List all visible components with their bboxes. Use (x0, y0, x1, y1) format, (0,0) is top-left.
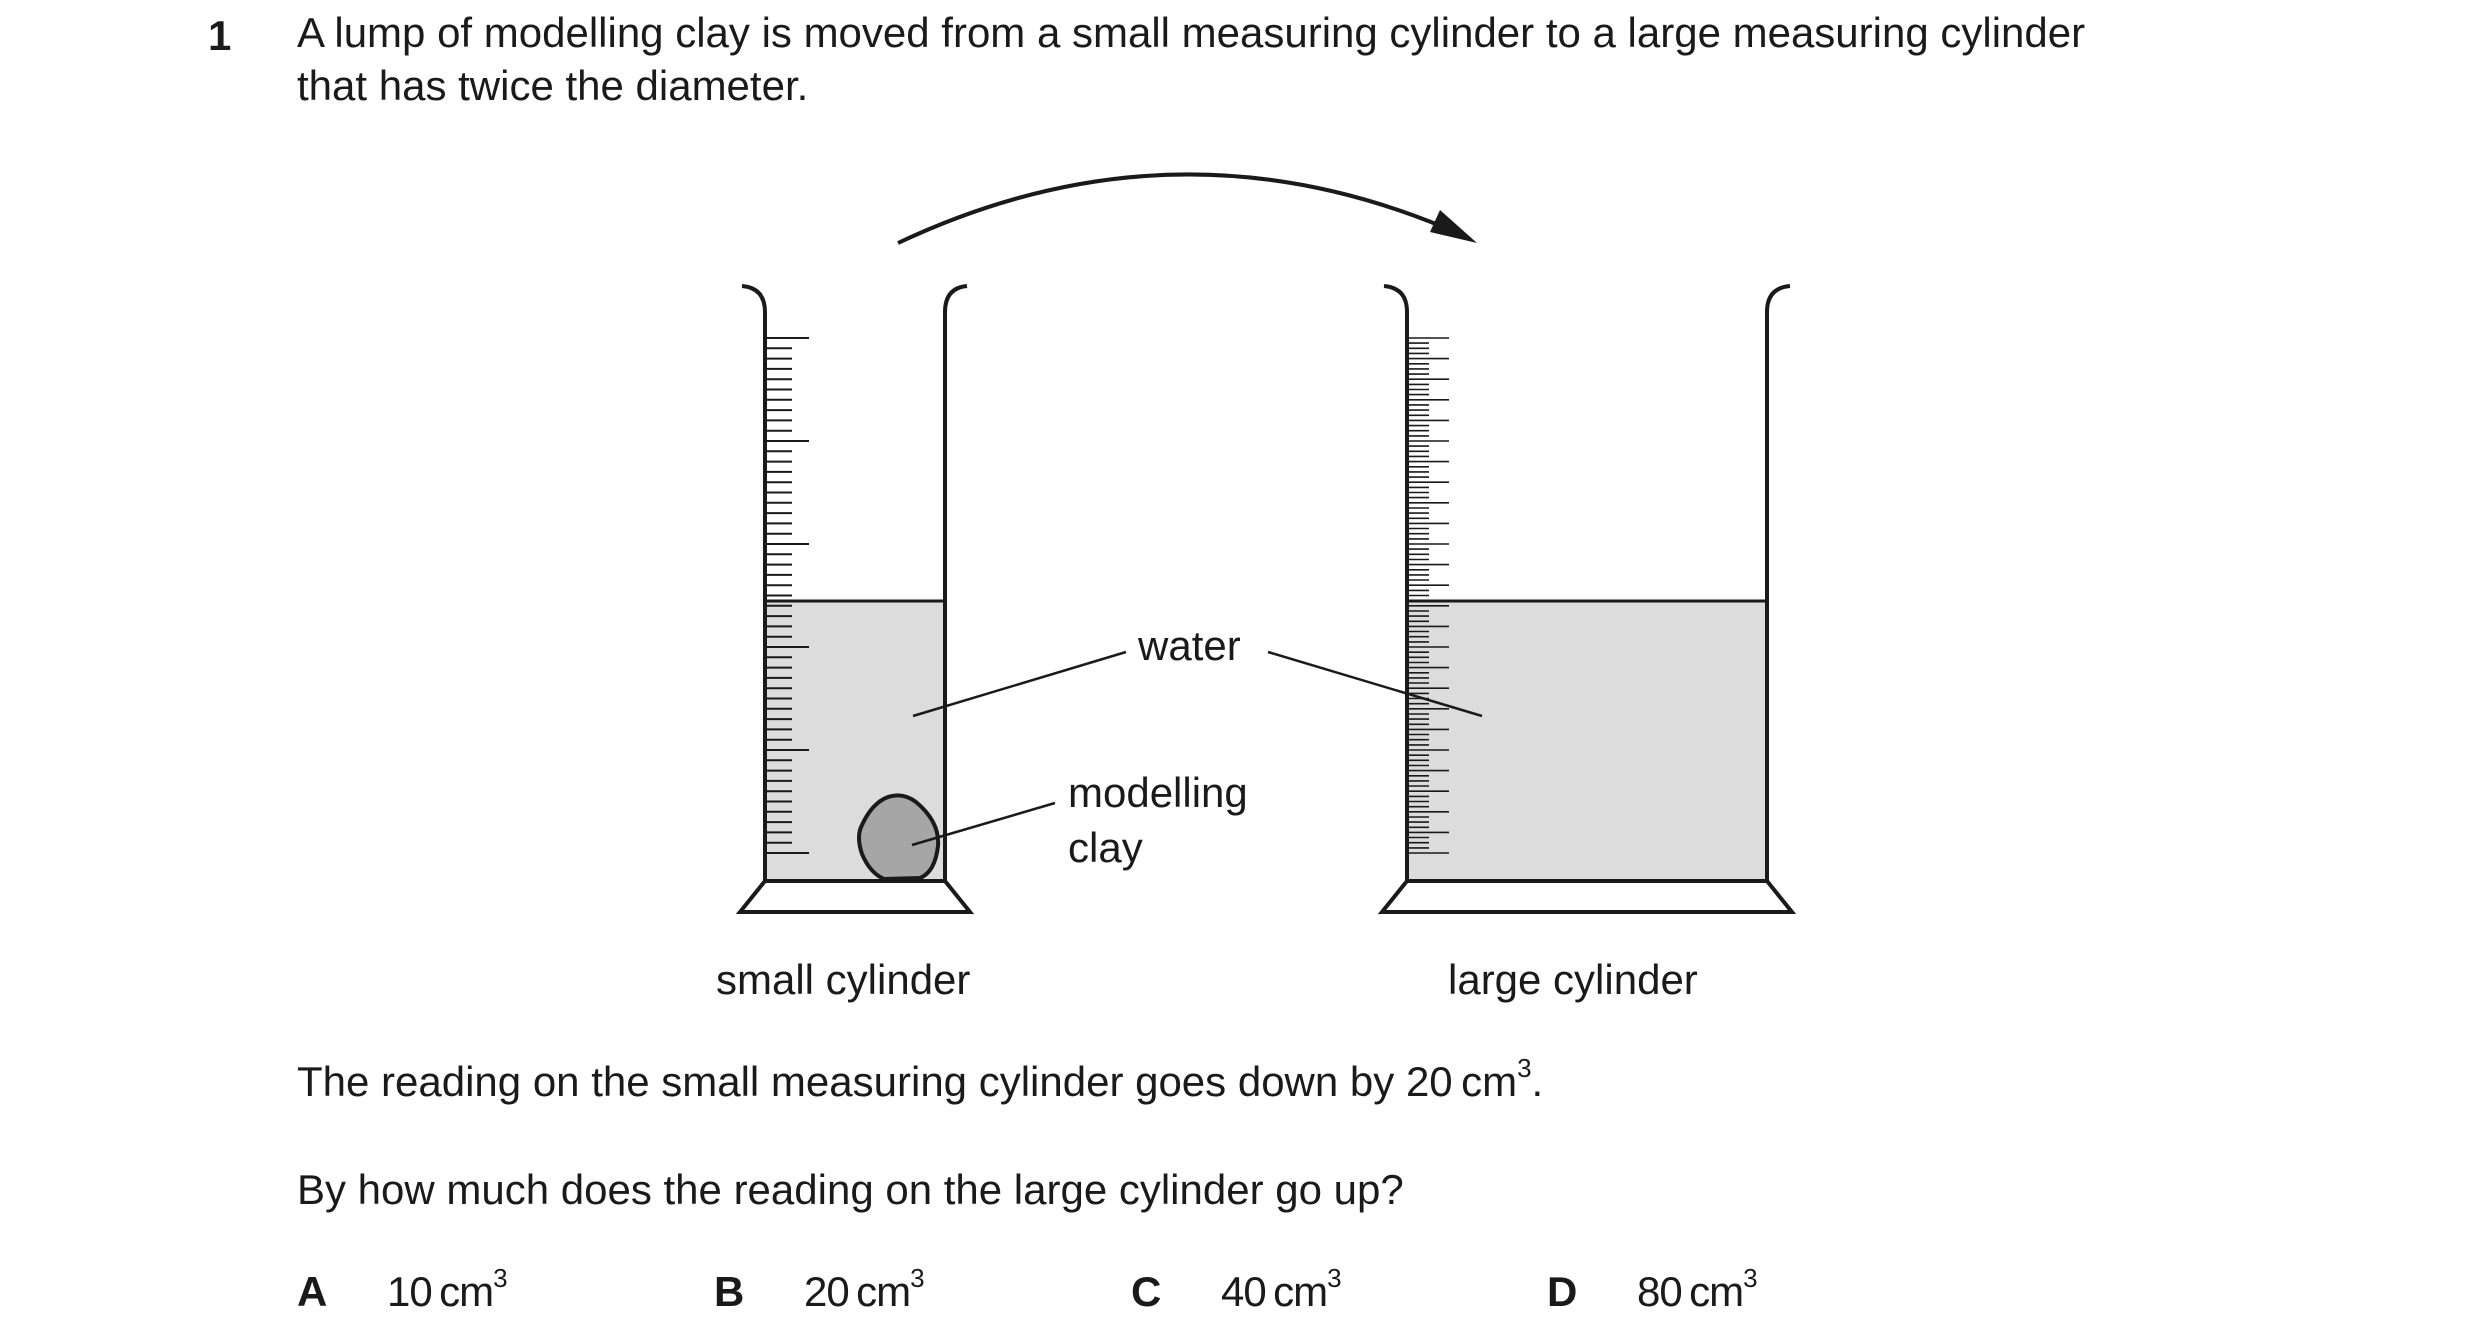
small-cylinder-scale (767, 337, 809, 854)
question-stem: A lump of modelling clay is moved from a… (297, 6, 2397, 112)
cylinder-diagram: water modelling clay small cylinder larg… (716, 172, 1797, 1003)
transfer-arrowhead (1430, 210, 1477, 243)
question-prompt: By how much does the reading on the larg… (297, 1166, 1404, 1213)
stem-line-2: that has twice the diameter. (297, 62, 809, 109)
small-cylinder-base (735, 879, 975, 914)
large-cylinder-water (1409, 601, 1765, 881)
water-label: water (1137, 622, 1241, 669)
option-a-letter: A (297, 1268, 328, 1315)
reading-statement-text: The reading on the small measuring cylin… (297, 1058, 1518, 1105)
option-b-letter: B (714, 1268, 745, 1315)
small-cylinder (735, 284, 975, 914)
large-cylinder-scale (1409, 337, 1449, 854)
large-cylinder-wall-left (1383, 284, 1409, 881)
modelling-clay-label-line-1: modelling (1068, 769, 1248, 816)
clay-leader-line (911, 801, 1056, 847)
option-a-value: 10 cm3 (387, 1263, 508, 1315)
option-c-value: 40 cm3 (1221, 1263, 1342, 1315)
option-d-letter: D (1547, 1268, 1578, 1315)
water-leader-line-small (912, 650, 1127, 718)
large-cylinder-label: large cylinder (1448, 956, 1698, 1003)
large-cylinder-base (1377, 879, 1797, 914)
reading-statement-end: . (1531, 1058, 1544, 1105)
small-cylinder-label: small cylinder (716, 956, 970, 1003)
water-leader-line-large (1267, 650, 1483, 718)
stem-line-1: A lump of modelling clay is moved from a… (297, 9, 2086, 56)
large-cylinder (1377, 284, 1797, 914)
modelling-clay-lump (857, 793, 941, 882)
reading-statement: The reading on the small measuring cylin… (297, 1053, 1544, 1108)
modelling-clay-label-line-2: clay (1068, 824, 1143, 871)
small-cylinder-wall-right (943, 284, 968, 881)
option-d-value: 80 cm3 (1637, 1263, 1758, 1315)
large-cylinder-wall-right (1765, 284, 1791, 881)
transfer-arrow (897, 172, 1463, 245)
reading-unit-power: 3 (1517, 1053, 1532, 1083)
option-b-value: 20 cm3 (804, 1263, 925, 1315)
small-cylinder-wall-left (741, 284, 767, 881)
option-c-letter: C (1131, 1268, 1162, 1315)
question-number: 1 (208, 12, 232, 59)
answer-options: A 10 cm3 B 20 cm3 C 40 cm3 D 80 cm3 (0, 1263, 2480, 1326)
